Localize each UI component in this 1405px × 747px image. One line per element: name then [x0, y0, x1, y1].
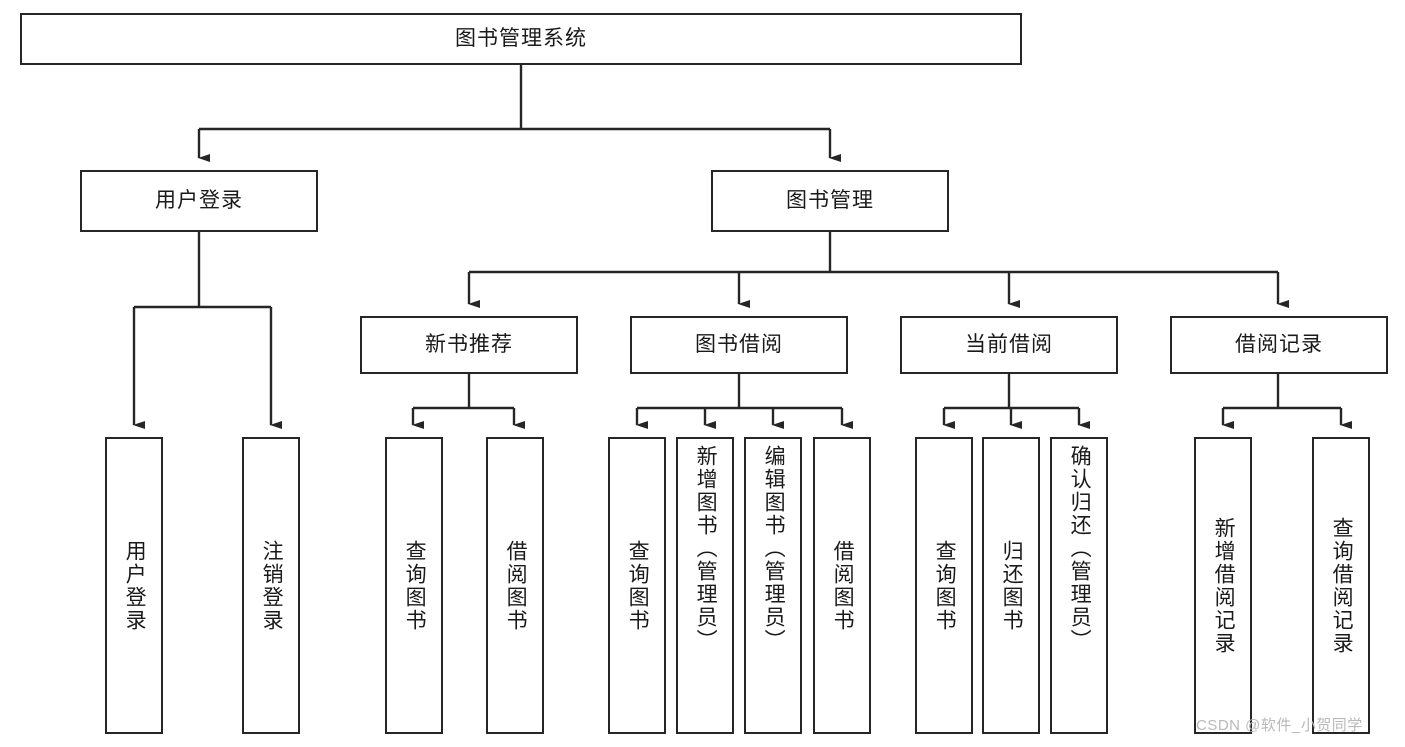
node-label: 图书管理: [786, 189, 874, 213]
leaf-current-borrow-query-book[interactable]: 查询图书: [915, 437, 973, 734]
node-label: 借阅图书: [831, 539, 855, 632]
node-current-borrow[interactable]: 当前借阅: [900, 316, 1118, 374]
node-label: 用户登录: [155, 189, 243, 213]
leaf-new-book-query-book[interactable]: 查询图书: [385, 437, 443, 734]
node-root-book-management-system[interactable]: 图书管理系统: [20, 13, 1022, 65]
leaf-book-borrow-query-book[interactable]: 查询图书: [608, 437, 666, 734]
leaf-current-borrow-confirm-return-admin[interactable]: 确认归还（管理员）: [1050, 437, 1108, 734]
leaf-user-login-logout[interactable]: 注销登录: [242, 437, 300, 734]
node-label: 图书借阅: [695, 333, 783, 357]
leaf-current-borrow-return-book[interactable]: 归还图书: [982, 437, 1040, 734]
node-label: 新书推荐: [425, 333, 513, 357]
leaf-book-borrow-borrow-book[interactable]: 借阅图书: [813, 437, 871, 734]
node-label: 查询借阅记录: [1330, 516, 1354, 655]
node-book-borrow[interactable]: 图书借阅: [630, 316, 848, 374]
node-label: 编辑图书（管理员）: [762, 445, 786, 652]
node-label: 确认归还（管理员）: [1068, 445, 1092, 652]
leaf-book-borrow-edit-book-admin[interactable]: 编辑图书（管理员）: [744, 437, 802, 734]
node-label: 借阅记录: [1235, 333, 1323, 357]
node-book-management[interactable]: 图书管理: [711, 170, 949, 232]
node-new-book-recommend[interactable]: 新书推荐: [360, 316, 578, 374]
leaf-borrow-record-add-record[interactable]: 新增借阅记录: [1194, 437, 1252, 734]
leaf-borrow-record-query-record[interactable]: 查询借阅记录: [1312, 437, 1370, 734]
node-label: 查询图书: [933, 539, 957, 632]
node-label: 查询图书: [403, 539, 427, 632]
node-label: 归还图书: [1000, 539, 1024, 632]
node-label: 用户登录: [123, 539, 147, 632]
node-label: 查询图书: [626, 539, 650, 632]
node-label: 新增借阅记录: [1212, 516, 1236, 655]
leaf-new-book-borrow-book[interactable]: 借阅图书: [486, 437, 544, 734]
node-label: 新增图书（管理员）: [694, 445, 718, 652]
node-label: 借阅图书: [504, 539, 528, 632]
node-borrow-record[interactable]: 借阅记录: [1170, 316, 1388, 374]
leaf-book-borrow-add-book-admin[interactable]: 新增图书（管理员）: [676, 437, 734, 734]
node-label: 注销登录: [260, 539, 284, 632]
node-label: 当前借阅: [965, 333, 1053, 357]
node-label: 图书管理系统: [455, 27, 587, 51]
leaf-user-login-login[interactable]: 用户登录: [105, 437, 163, 734]
csdn-watermark: CSDN @软件_小贺同学: [1196, 717, 1363, 734]
node-user-login[interactable]: 用户登录: [80, 170, 318, 232]
